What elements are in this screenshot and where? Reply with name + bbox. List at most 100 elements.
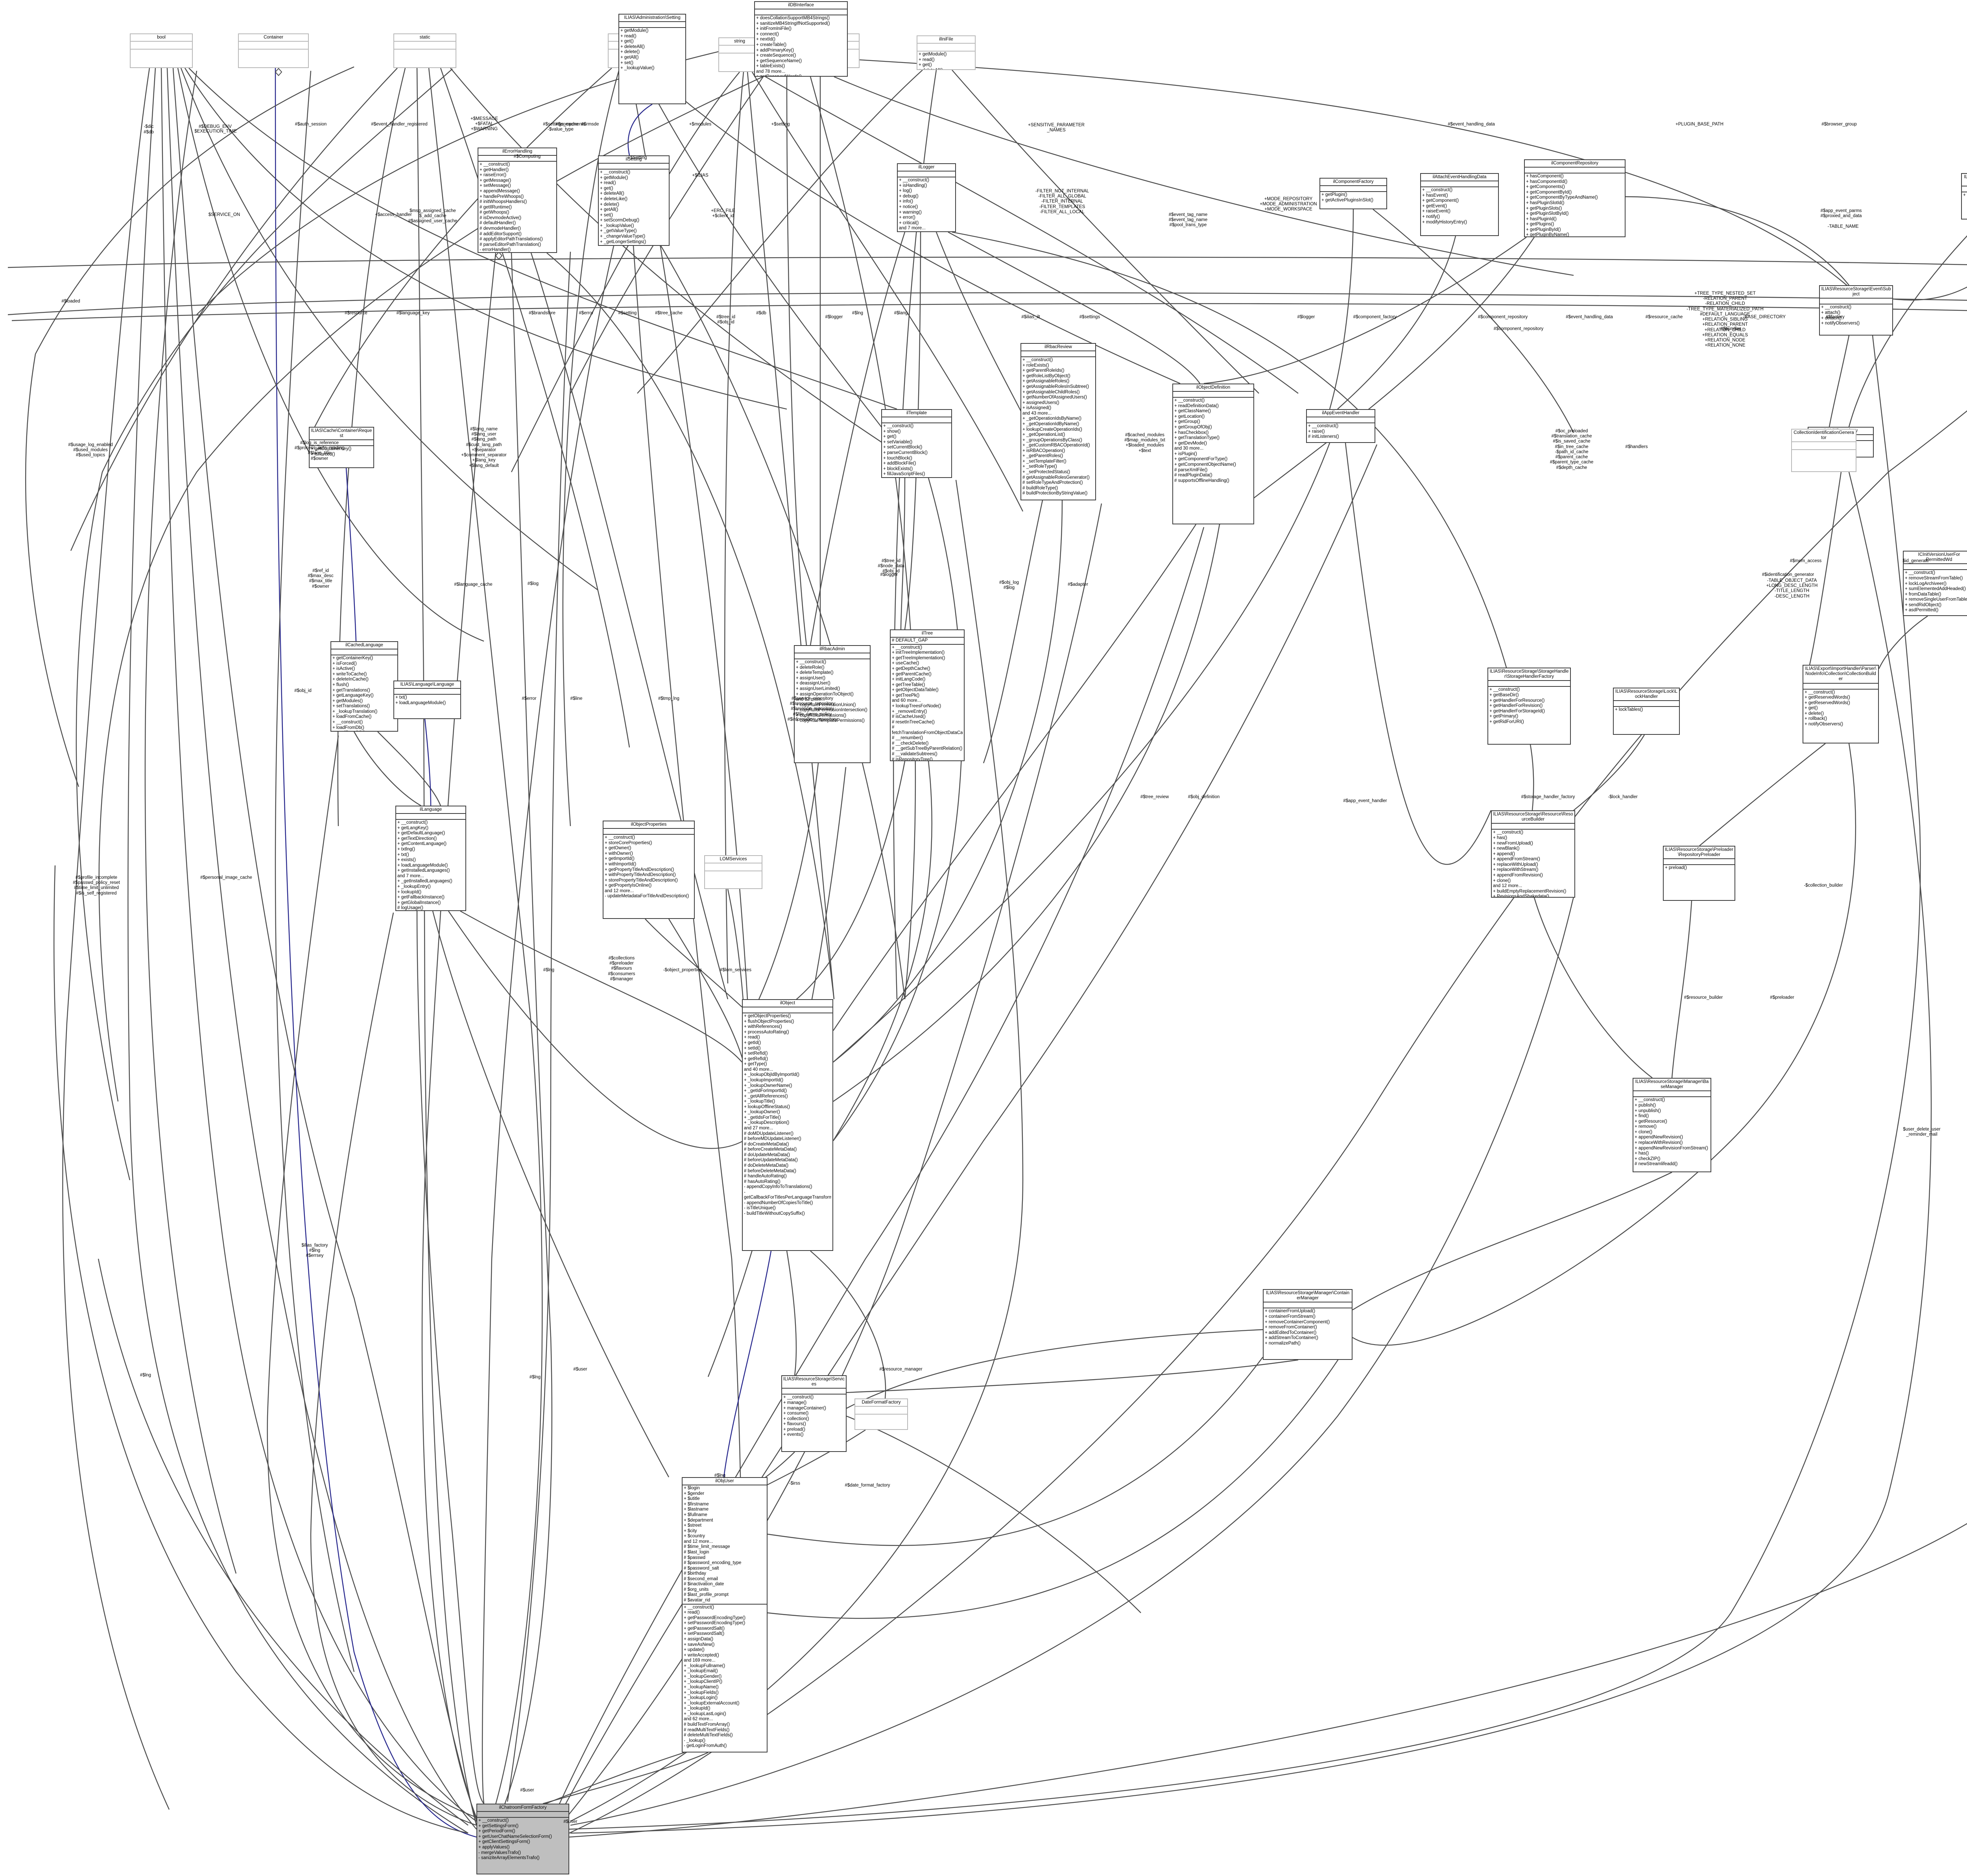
class-node-attributes xyxy=(1492,824,1574,830)
class-operation: + _lookupLogin() xyxy=(684,1695,718,1701)
class-node-LOMServices[interactable]: LOMServices xyxy=(704,855,762,889)
edge-label: #$lng xyxy=(140,1373,151,1378)
class-node-ILIASResourceStorageManagerContainerManager[interactable]: ILIAS\ResourceStorage\Manager\ContainerM… xyxy=(1263,1289,1353,1360)
class-node-static[interactable]: static xyxy=(393,33,456,68)
class-operation: + flush() xyxy=(332,683,349,688)
class-operation: # addEditorSupport() xyxy=(480,231,522,236)
class-node-ilObjUser[interactable]: ilObjUser+ $login+ $gender+ $utitle+ $fi… xyxy=(682,1477,768,1752)
class-node-ilComponentFactory[interactable]: ilComponentFactory+ getPlugin()+ getActi… xyxy=(1319,178,1387,209)
class-node-ilDBInterface[interactable]: ilDBInterface+ doesCollationSupportMB4St… xyxy=(754,1,848,77)
class-node-ilTree[interactable]: ilTree# DEFAULT_GAP+ __construct()+ init… xyxy=(890,629,965,761)
edge-label: -$dic xyxy=(144,124,154,129)
class-node-ilIniFile[interactable]: ilIniFile+ getModule()+ read()+ get()+ d… xyxy=(917,35,976,70)
class-node-ILIASResourceStoragePreloaderRepositoryPreloader[interactable]: ILIAS\ResourceStorage\Preloader\Reposito… xyxy=(1663,846,1735,901)
class-operation: + createTable() xyxy=(756,42,787,48)
class-operation: + __construct() xyxy=(332,719,363,725)
class-node-title: ilComponentRepository xyxy=(1525,160,1625,168)
class-node-CollectionIdentificationGenerator[interactable]: CollectionIdentificationGenerator xyxy=(1791,429,1856,472)
class-node-DateFormatFactory[interactable]: DateFormatFactory xyxy=(854,1398,908,1430)
class-operation: + removeContainerComponent() xyxy=(1265,1319,1330,1324)
class-node-title: ilRbacReview xyxy=(1021,344,1095,352)
class-operation: + _groupOperationsByClass() xyxy=(1022,437,1082,443)
class-operation: + read() xyxy=(919,57,935,62)
class-node-ilAttachEventHandlingData[interactable]: ilAttachEventHandlingData+ __construct()… xyxy=(1420,173,1499,236)
class-operation: + getParentRoleIds() xyxy=(1022,368,1065,373)
class-node-ilLogger[interactable]: ilLogger+ __construct()+ isHandling()+ l… xyxy=(897,163,956,232)
class-operation: + _lookupExternalAccount() xyxy=(684,1701,740,1706)
class-node-ilErrorHandling[interactable]: ilErrorHandling+ __construct()+ getHandl… xyxy=(478,148,557,253)
class-node-ILIASResourceStorageEventSubject[interactable]: ILIAS\ResourceStorage\Event\Subject+ __c… xyxy=(1819,285,1893,336)
class-operation: + processAutoRating() xyxy=(744,1029,789,1035)
class-operation: + readDefinitionData() xyxy=(1174,403,1219,408)
class-node-ilObjectDefinition[interactable]: ilObjectDefinition+ __construct()+ readD… xyxy=(1172,384,1254,524)
class-node-ilLanguage[interactable]: ilLanguage+ __construct()+ getLangKey()+… xyxy=(395,806,466,911)
class-operation: + _setTemplateFilter() xyxy=(1022,459,1067,464)
class-operation: + getHandlerForStorageId() xyxy=(1489,708,1545,714)
class-operation: + getActivePluginsInSlot() xyxy=(1321,197,1373,203)
class-operation: + get() xyxy=(600,186,613,191)
class-operation: + __construct() xyxy=(1493,830,1524,835)
class-operation: + _getOperationIdsByName() xyxy=(1022,416,1081,421)
class-node-operations: + __construct()+ attach()+ detach()+ not… xyxy=(1820,304,1892,327)
class-node-ICOnlineVersionUserPermittedWd[interactable]: ICInitVersionUserFor PermittedWd+ __cons… xyxy=(1903,551,1967,616)
class-operation: + writeAccepted() xyxy=(684,1653,719,1658)
class-operation: - appendNumberOfCopiesToTitle() xyxy=(744,1200,813,1205)
class-node-ILIASResourceStorageManagerBaseManager[interactable]: ILIAS\ResourceStorage\Manager\BaseManage… xyxy=(1633,1078,1711,1172)
class-node-ilObject[interactable]: ilObject+ getObjectProperties()+ flushOb… xyxy=(742,999,833,1251)
class-node-ilComponentRepository[interactable]: ilComponentRepository+ hasComponent()+ h… xyxy=(1524,159,1626,237)
class-operation: and 60 more... xyxy=(892,698,921,703)
class-node-ilLanguageLanguage[interactable]: ILIAS\Language\Language+ txt()+ loadLang… xyxy=(393,681,461,719)
class-operation: # beforeCreateMetaData() xyxy=(744,1147,797,1152)
class-operation: + getAll() xyxy=(620,55,639,60)
class-node-ilAppEventHandler[interactable]: ilAppEventHandler+ __construct()+ raise(… xyxy=(1306,409,1375,443)
class-operation: + getClassName() xyxy=(1174,409,1211,414)
class-operation: + hasEvent() xyxy=(1422,193,1448,198)
class-operation: + _getOperationList() xyxy=(1022,432,1065,437)
class-node-operations: + __construct()+ getReservedWords()+ get… xyxy=(1803,690,1878,728)
class-node-title: ILIAS\Export\ImportHandler\Parser\NodeIn… xyxy=(1803,666,1878,684)
class-node-operations: + __construct()+ storeCoreProperties()+ … xyxy=(603,835,694,900)
class-node-ilChatroomFormFactory[interactable]: ilChatroomFormFactory+ __construct()+ ge… xyxy=(476,1804,569,1874)
class-operation: and 12 more... xyxy=(605,888,634,893)
class-node-ilCachedLanguage[interactable]: ilCachedLanguage+ getContainerKey()+ isF… xyxy=(330,641,398,732)
class-operation: + storePropertyTitleAndDescription() xyxy=(605,878,678,883)
class-operation: + manage() xyxy=(783,1400,807,1405)
class-node-ILIASResourceStorageLockLockHandler[interactable]: ILIAS\ResourceStorage\Lock\LockHandler+ … xyxy=(1613,688,1680,735)
class-node-attributes xyxy=(394,689,460,695)
class-operation: + lockLogArchiveer() xyxy=(1905,581,1947,586)
class-operation: + assignOperationToObject() xyxy=(796,692,854,697)
edge-label: #$personal_image_cache xyxy=(200,875,252,880)
class-operation: + getDevMode() xyxy=(1174,441,1207,446)
class-node-ilSetting[interactable]: ilSetting+ __construct()+ getModule()+ r… xyxy=(598,155,670,246)
class-node-attributes xyxy=(1525,168,1625,174)
class-operation: + getContentLanguage() xyxy=(397,841,447,847)
class-node-ilTemplate[interactable]: ilTemplate+ __construct()+ show()+ get()… xyxy=(881,409,952,478)
class-node-ilASSLogicExpressionConsoleStreamAccessWriterAccess[interactable]: ILIAS\Logic\Access\ConsoleStreamAccess\W… xyxy=(1961,173,1967,220)
class-node-bool[interactable]: bool xyxy=(130,33,193,68)
class-attribute: # $passwd xyxy=(684,1555,705,1560)
class-operation: + _lookupDescription() xyxy=(744,1120,790,1125)
class-node-Container[interactable]: Container xyxy=(238,33,309,68)
class-operation: + setRefId() xyxy=(744,1051,768,1056)
class-node-ILIASResourceStorageResourceActiveBuilder[interactable]: ILIAS\ResourceStorage\Resource\ResourceB… xyxy=(1491,810,1575,898)
class-node-attributes xyxy=(855,1407,907,1415)
class-node-attributes xyxy=(310,440,373,446)
class-operation: + read() xyxy=(600,181,616,186)
class-operation: + hasPluginId() xyxy=(1526,216,1557,221)
class-node-ILIASResourceStorageStorageHandlerStorageHandlerFactory[interactable]: ILIAS\ResourceStorage\StorageHandler\Sto… xyxy=(1487,668,1571,745)
class-node-ILIASExportImportHandlerParserNodeInfoCollectionCollectionBuilder[interactable]: ILIAS\Export\ImportHandler\Parser\NodeIn… xyxy=(1803,665,1879,743)
class-node-string[interactable]: string xyxy=(718,37,761,72)
class-node-ILIASAdministrationSetting[interactable]: ILIAS\Administration\Setting+ getModule(… xyxy=(618,14,686,104)
class-node-attributes xyxy=(1173,392,1253,398)
class-node-ILIASResourceStorageServices[interactable]: ILIAS\ResourceStorage\Services+ __constr… xyxy=(781,1375,847,1452)
edge-label: #$language_key xyxy=(396,311,430,315)
class-operation: + newBlank() xyxy=(1493,846,1520,851)
class-node-ilRbacAdmin[interactable]: ilRbacAdmin+ __construct()+ deleteRole()… xyxy=(794,645,871,763)
class-node-attributes xyxy=(477,1812,568,1818)
class-attribute: + $fullname xyxy=(684,1513,707,1518)
class-operation: + isForced() xyxy=(311,452,335,457)
class-node-ILIASCacheContainerRequest[interactable]: ILIAS\Cache\Container\Request+ getContai… xyxy=(309,427,374,468)
class-node-ilObjectProperties[interactable]: ilObjectProperties+ __construct()+ store… xyxy=(603,821,695,919)
class-node-ilRbacReview[interactable]: ilRbacReview+ __construct()+ roleExists(… xyxy=(1020,343,1096,500)
edge-label: +$access_handler xyxy=(375,212,412,217)
